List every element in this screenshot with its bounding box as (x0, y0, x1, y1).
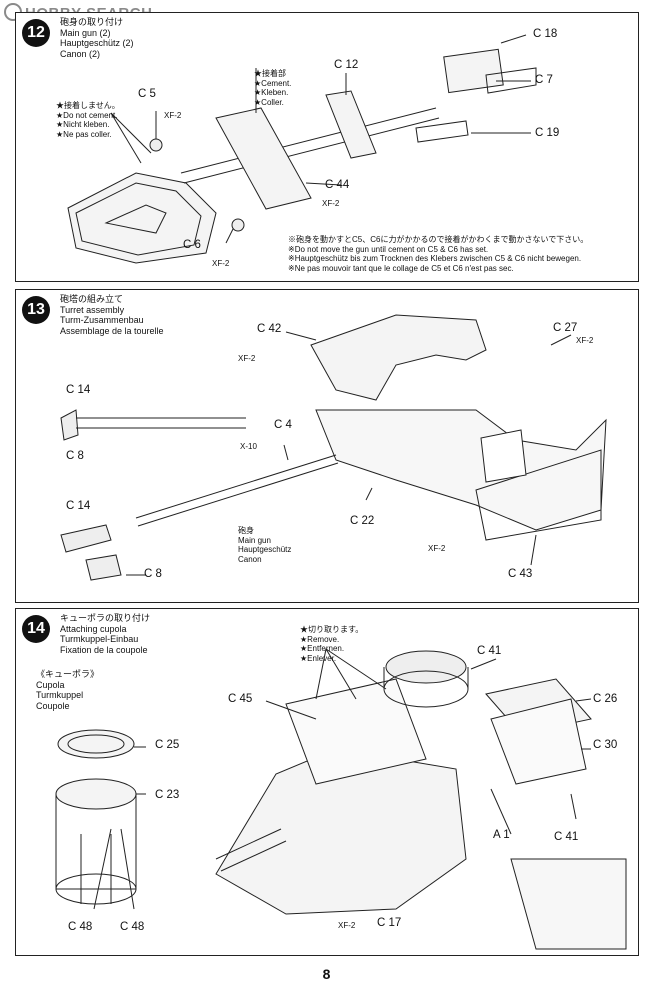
part-c41-b: C 41 (554, 831, 579, 843)
step-12-number: 12 (22, 19, 50, 47)
part-c5: C 5 (138, 88, 156, 100)
cupola-line: Turmkuppel (36, 690, 84, 700)
paint-xf2-a: XF-2 (164, 111, 182, 120)
part-c19: C 19 (535, 127, 560, 139)
step-13-panel: 13 砲塔の組み立て Turret assembly Turm-Zusammen… (15, 289, 639, 603)
title-en: Attaching cupola (60, 623, 127, 634)
no-cement-note: ★接着しません。 ★Do not cement. ★Nicht kleben. … (56, 101, 120, 139)
note-line: ★Coller. (254, 97, 284, 107)
paint-xf2-a: XF-2 (238, 354, 256, 363)
part-c42: C 42 (257, 323, 282, 335)
cupola-line: 《キューポラ》 (36, 669, 100, 679)
remove-note: ★切り取ります。 ★Remove. ★Entfernen. ★Enlever. (300, 625, 363, 663)
step-13-drawing (60, 314, 607, 581)
paint-xf2: XF-2 (338, 921, 356, 930)
step-14-title: キューポラの取り付け Attaching cupola Turmkuppel-E… (60, 613, 150, 655)
part-c14-b: C 14 (66, 500, 91, 512)
step-13-title: 砲塔の組み立て Turret assembly Turm-Zusammenbau… (60, 294, 164, 336)
step-13-number: 13 (22, 296, 50, 324)
title-en: Turret assembly (60, 304, 125, 315)
part-c8-b: C 8 (144, 568, 162, 580)
title-fr: Fixation de la coupole (60, 644, 148, 655)
paint-xf2-c: XF-2 (212, 259, 230, 268)
gun-label-line: Main gun (238, 535, 271, 545)
note-line: ★切り取ります。 (300, 625, 364, 634)
gun-label-line: 砲身 (238, 526, 254, 535)
part-c6: C 6 (183, 239, 201, 251)
part-c45: C 45 (228, 693, 253, 705)
part-c25: C 25 (155, 739, 180, 751)
title-de: Turm-Zusammenbau (60, 315, 144, 325)
step-14-number: 14 (22, 615, 50, 643)
note-line: ★接着部 (254, 69, 286, 78)
step-12-notes: ※砲身を動かすとC5、C6に力がかかるので接着がかわくまで動かさないで下さい。 … (288, 235, 633, 273)
title-fr: Assemblage de la tourelle (60, 325, 164, 336)
part-c48-b: C 48 (120, 921, 145, 933)
gun-label-line: Hauptgeschütz (238, 545, 292, 554)
part-c14-a: C 14 (66, 384, 91, 396)
step-12-drawing (67, 34, 537, 264)
note-line: ★接着しません。 (56, 101, 120, 110)
note-line: ※Hauptgeschütz bis zum Trocknen des Kleb… (288, 254, 582, 263)
part-c48-a: C 48 (68, 921, 93, 933)
note-line: ★Remove. (300, 634, 340, 644)
step-14-drawing (55, 648, 627, 950)
note-line: ★Entfernen. (300, 644, 345, 653)
title-jp: 砲身の取り付け (60, 17, 124, 27)
note-line: ★Do not cement. (56, 110, 118, 120)
paint-xf2-c: XF-2 (428, 544, 446, 553)
part-c23: C 23 (155, 789, 180, 801)
note-line: ★Ne pas coller. (56, 129, 112, 139)
step-14-panel: 14 キューポラの取り付け Attaching cupola Turmkuppe… (15, 608, 639, 956)
part-c44: C 44 (325, 179, 350, 191)
note-line: ★Kleben. (254, 88, 289, 97)
part-c17: C 17 (377, 917, 402, 929)
note-line: ★Cement. (254, 78, 292, 88)
part-c4: C 4 (274, 419, 292, 431)
title-jp: 砲塔の組み立て (60, 294, 124, 304)
part-c43: C 43 (508, 568, 533, 580)
gun-label: 砲身 Main gun Hauptgeschütz Canon (238, 526, 291, 564)
note-line: ※砲身を動かすとC5、C6に力がかかるので接着がかわくまで動かさないで下さい。 (288, 235, 589, 244)
note-line: ※Ne pas mouvoir tant que le collage de C… (288, 263, 514, 273)
part-c18: C 18 (533, 28, 558, 40)
part-c27: C 27 (553, 322, 578, 334)
step-12-title: 砲身の取り付け Main gun (2) Hauptgeschütz (2) C… (60, 17, 134, 59)
part-c30: C 30 (593, 739, 618, 751)
paint-xf2-b: XF-2 (322, 199, 340, 208)
part-c22: C 22 (350, 515, 375, 527)
page-number: 8 (322, 966, 331, 982)
part-c12: C 12 (334, 59, 359, 71)
note-line: ★Nicht kleben. (56, 120, 110, 129)
gun-label-line: Canon (238, 554, 262, 564)
cupola-heading: 《キューポラ》 Cupola Turmkuppel Coupole (36, 669, 99, 711)
cupola-line: Coupole (36, 700, 70, 711)
part-a1: A 1 (493, 829, 510, 841)
note-line: ★Enlever. (300, 653, 337, 663)
cupola-line: Cupola (36, 679, 65, 690)
part-c41-a: C 41 (477, 645, 502, 657)
part-c7: C 7 (535, 74, 553, 86)
paint-xf2-b: XF-2 (576, 336, 594, 345)
title-jp: キューポラの取り付け (60, 613, 151, 623)
title-fr: Canon (2) (60, 48, 101, 59)
note-line: ※Do not move the gun until cement on C5 … (288, 244, 489, 254)
step-12-panel: 12 砲身の取り付け Main gun (2) Hauptgeschütz (2… (15, 12, 639, 282)
part-c26: C 26 (593, 693, 618, 705)
title-en: Main gun (2) (60, 27, 111, 38)
title-de: Turmkuppel-Einbau (60, 634, 139, 644)
cement-note: ★接着部 ★Cement. ★Kleben. ★Coller. (254, 69, 291, 107)
part-c8-a: C 8 (66, 450, 84, 462)
paint-x10: X-10 (240, 442, 257, 451)
title-de: Hauptgeschütz (2) (60, 38, 134, 48)
